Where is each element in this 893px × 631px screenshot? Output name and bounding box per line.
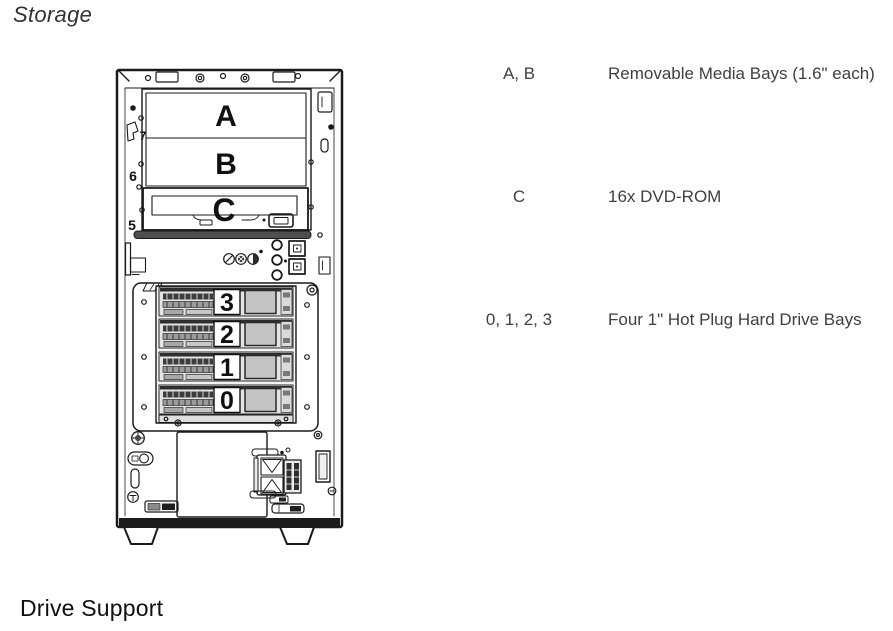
legend-description: Removable Media Bays (1.6" each) bbox=[608, 64, 875, 83]
server-tower-front-diagram: A B C 3 2 1 0 7 6 5 bbox=[115, 68, 344, 545]
drive-bay-2-label: 2 bbox=[220, 321, 234, 349]
usb-port-icon bbox=[288, 258, 306, 275]
legend-row-media-bays: A, B Removable Media Bays (1.6" each) bbox=[0, 64, 893, 86]
dvd-eject-button bbox=[268, 213, 294, 228]
callout-6: 6 bbox=[129, 168, 137, 184]
drive-bay-1-label: 1 bbox=[220, 354, 234, 382]
legend-description: Four 1" Hot Plug Hard Drive Bays bbox=[608, 310, 862, 329]
callout-7: 7 bbox=[140, 129, 147, 143]
tower-foot-left bbox=[123, 526, 159, 545]
front-control-panel bbox=[124, 239, 331, 281]
gear-icon bbox=[131, 431, 145, 445]
network-led-icon bbox=[235, 253, 247, 265]
power-led-icon bbox=[223, 253, 235, 265]
vent-slot bbox=[130, 468, 140, 489]
legend-row-hard-drives: 0, 1, 2, 3 Four 1" Hot Plug Hard Drive B… bbox=[0, 310, 893, 332]
lower-chassis bbox=[127, 419, 337, 518]
media-bay-b bbox=[145, 137, 307, 187]
legend-label: 0, 1, 2, 3 bbox=[485, 310, 553, 329]
legend-label: A, B bbox=[502, 64, 536, 83]
bezel-lock-icon bbox=[126, 121, 139, 142]
drive-bay-0-label: 0 bbox=[220, 387, 234, 415]
drive-support-heading: Drive Support bbox=[20, 595, 164, 621]
legend-description: 16x DVD-ROM bbox=[608, 187, 722, 206]
reset-button bbox=[271, 269, 283, 281]
legend-row-dvd: C 16x DVD-ROM bbox=[0, 187, 893, 209]
uid-button bbox=[271, 254, 283, 266]
connector-right bbox=[271, 503, 305, 514]
dvd-activity-slot bbox=[199, 219, 213, 226]
tower-foot-right bbox=[279, 526, 315, 545]
torx-screw-icon bbox=[127, 491, 139, 503]
top-bezel-screws bbox=[118, 70, 341, 83]
usb-port-icon bbox=[288, 240, 306, 257]
storage-section-heading: Storage bbox=[13, 2, 93, 27]
right-wall-latch bbox=[315, 450, 337, 496]
power-button bbox=[271, 239, 283, 251]
health-led-icon bbox=[247, 253, 259, 265]
bay-b-label: B bbox=[215, 148, 237, 181]
key-lock-icon bbox=[127, 451, 154, 466]
drive-bay-3-label: 3 bbox=[220, 289, 234, 317]
vent-bar bbox=[133, 230, 312, 239]
legend-label: C bbox=[512, 187, 526, 206]
chassis-latch bbox=[249, 447, 302, 504]
connector-left bbox=[144, 500, 179, 513]
bay-a-label: A bbox=[215, 100, 237, 133]
dvd-bay-c bbox=[142, 187, 309, 231]
drive-cage bbox=[132, 282, 319, 432]
bay-c-label: C bbox=[212, 192, 235, 228]
callout-5: 5 bbox=[128, 217, 136, 233]
